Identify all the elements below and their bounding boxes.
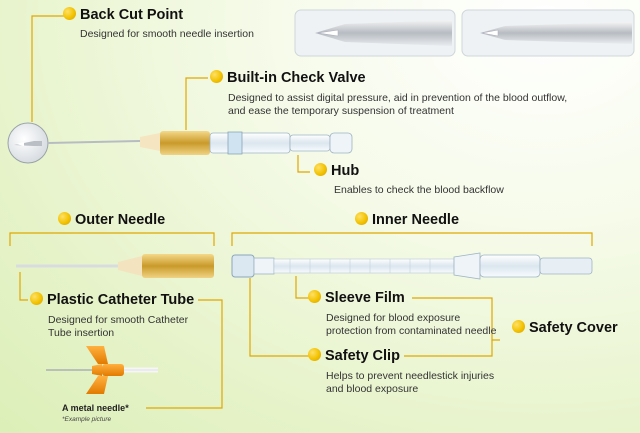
- safety-clip-desc-line1: Helps to prevent needlestick injuries: [326, 370, 495, 382]
- safety-clip-title: Safety Clip: [308, 348, 400, 364]
- back-cut-point-title: Back Cut Point: [63, 7, 183, 23]
- magnifier-circle: [7, 122, 49, 164]
- check-valve-desc-line1: Designed to assist digital pressure, aid…: [228, 92, 568, 104]
- sleeve-film-title: Sleeve Film: [308, 290, 405, 306]
- needle-tip-photo-1: [294, 9, 456, 57]
- leader-safety-clip: [249, 278, 493, 357]
- sleeve-film-desc-line2: protection from contaminated needle: [326, 325, 497, 337]
- bullet-dot-icon: [308, 348, 321, 361]
- bullet-dot-icon: [314, 163, 327, 176]
- outer-needle-title: Outer Needle: [58, 212, 165, 228]
- bullet-dot-icon: [355, 212, 368, 225]
- sleeve-film-desc-line1: Designed for blood exposure: [326, 312, 461, 324]
- catheter-tube-desc-line1: Designed for smooth Catheter: [48, 314, 189, 326]
- metal-needle-note: *Example picture: [62, 416, 112, 423]
- needle-tip-photo-2: [461, 9, 635, 57]
- bullet-dot-icon: [512, 320, 525, 333]
- inner-needle-title: Inner Needle: [355, 212, 459, 228]
- check-valve-title: Built-in Check Valve: [210, 70, 366, 86]
- leader-back-cut: [31, 15, 70, 122]
- leader-check-valve: [185, 77, 208, 130]
- metal-needle-caption: A metal needle*: [62, 403, 129, 413]
- bullet-dot-icon: [58, 212, 71, 225]
- catheter-assembly-top: [47, 131, 353, 155]
- back-cut-point-desc: Designed for smooth needle insertion: [80, 28, 254, 40]
- bullet-dot-icon: [308, 290, 321, 303]
- safety-cover-title: Safety Cover: [512, 320, 618, 336]
- catheter-tube-desc-line2: Tube insertion: [48, 327, 115, 339]
- bracket-outer-needle: [9, 232, 215, 246]
- leader-catheter-tube: [19, 272, 223, 409]
- bullet-dot-icon: [210, 70, 223, 83]
- catheter-tube-title: Plastic Catheter Tube: [30, 292, 194, 308]
- inner-needle-image: [231, 252, 593, 280]
- outer-needle-image: [16, 254, 214, 278]
- check-valve-desc-line2: and ease the temporary suspension of tre…: [228, 105, 454, 117]
- hub-title: Hub: [314, 163, 359, 179]
- leader-hub: [297, 155, 310, 173]
- metal-butterfly-needle-image: [46, 346, 158, 394]
- hub-desc: Enables to check the blood backflow: [334, 184, 504, 196]
- bracket-inner-needle: [231, 232, 593, 246]
- bullet-dot-icon: [63, 7, 76, 20]
- bullet-dot-icon: [30, 292, 43, 305]
- safety-clip-desc-line2: and blood exposure: [326, 383, 419, 395]
